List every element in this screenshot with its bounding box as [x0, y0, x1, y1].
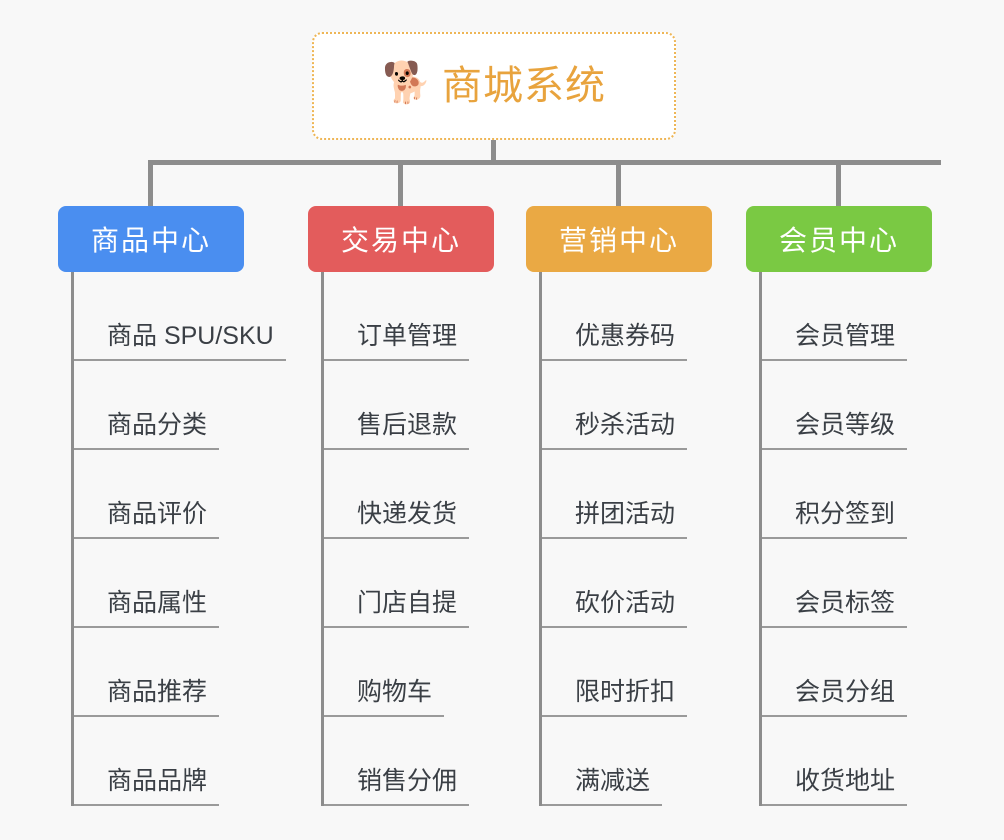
list-item[interactable]: 满减送	[542, 717, 756, 806]
list-item[interactable]: 会员分组	[762, 628, 976, 717]
category-header-member-center[interactable]: 会员中心	[746, 206, 932, 272]
leaf-label: 积分签到	[762, 500, 908, 539]
leaf-list-product-center: 商品 SPU/SKU 商品分类 商品评价 商品属性 商品推荐 商品品牌	[71, 272, 288, 806]
category-header-marketing-center[interactable]: 营销中心	[526, 206, 712, 272]
list-item[interactable]: 拼团活动	[542, 450, 756, 539]
list-item[interactable]: 商品评价	[74, 450, 288, 539]
list-item[interactable]: 门店自提	[324, 539, 538, 628]
leaf-label: 砍价活动	[542, 589, 688, 628]
leaf-list-trade-center: 订单管理 售后退款 快递发货 门店自提 购物车 销售分佣	[321, 272, 538, 806]
category-label: 会员中心	[778, 225, 899, 256]
leaf-label: 售后退款	[324, 411, 470, 450]
list-item[interactable]: 商品 SPU/SKU	[74, 272, 288, 361]
list-item[interactable]: 商品属性	[74, 539, 288, 628]
leaf-label: 满减送	[542, 767, 663, 806]
branch-marketing-center: 营销中心 优惠券码 秒杀活动 拼团活动 砍价活动 限时折扣 满减送	[526, 206, 756, 806]
branch-member-center: 会员中心 会员管理 会员等级 积分签到 会员标签 会员分组 收货地址	[746, 206, 976, 806]
leaf-label: 商品推荐	[74, 678, 220, 717]
leaf-label: 门店自提	[324, 589, 470, 628]
leaf-label: 快递发货	[324, 500, 470, 539]
leaf-label: 商品分类	[74, 411, 220, 450]
connector-drop-marketing-center	[616, 160, 621, 208]
root-node[interactable]: 🐕 商城系统	[312, 32, 676, 140]
leaf-label: 收货地址	[762, 767, 908, 806]
list-item[interactable]: 快递发货	[324, 450, 538, 539]
list-item[interactable]: 会员标签	[762, 539, 976, 628]
leaf-label: 会员等级	[762, 411, 908, 450]
list-item[interactable]: 商品推荐	[74, 628, 288, 717]
list-item[interactable]: 会员管理	[762, 272, 976, 361]
leaf-label: 拼团活动	[542, 500, 688, 539]
root-title: 商城系统	[442, 64, 606, 108]
leaf-label: 销售分佣	[324, 767, 470, 806]
list-item[interactable]: 会员等级	[762, 361, 976, 450]
category-label: 营销中心	[558, 225, 679, 256]
connector-drop-trade-center	[398, 160, 403, 208]
list-item[interactable]: 砍价活动	[542, 539, 756, 628]
list-item[interactable]: 销售分佣	[324, 717, 538, 806]
category-label: 商品中心	[90, 225, 211, 256]
list-item[interactable]: 限时折扣	[542, 628, 756, 717]
connector-drop-product-center	[148, 160, 153, 208]
leaf-label: 商品品牌	[74, 767, 220, 806]
leaf-label: 限时折扣	[542, 678, 688, 717]
list-item[interactable]: 商品品牌	[74, 717, 288, 806]
branch-trade-center: 交易中心 订单管理 售后退款 快递发货 门店自提 购物车 销售分佣	[308, 206, 538, 806]
leaf-label: 商品属性	[74, 589, 220, 628]
leaf-list-marketing-center: 优惠券码 秒杀活动 拼团活动 砍价活动 限时折扣 满减送	[539, 272, 756, 806]
leaf-label: 商品评价	[74, 500, 220, 539]
category-header-product-center[interactable]: 商品中心	[58, 206, 244, 272]
category-label: 交易中心	[340, 225, 461, 256]
connector-root-stub	[491, 140, 496, 164]
dog-face-icon: 🐕	[382, 61, 432, 105]
list-item[interactable]: 购物车	[324, 628, 538, 717]
leaf-label: 会员分组	[762, 678, 908, 717]
list-item[interactable]: 收货地址	[762, 717, 976, 806]
connector-drop-member-center	[836, 160, 841, 208]
leaf-label: 优惠券码	[542, 322, 688, 361]
list-item[interactable]: 优惠券码	[542, 272, 756, 361]
list-item[interactable]: 秒杀活动	[542, 361, 756, 450]
leaf-label: 商品 SPU/SKU	[74, 322, 286, 361]
branch-product-center: 商品中心 商品 SPU/SKU 商品分类 商品评价 商品属性 商品推荐 商品品牌	[58, 206, 288, 806]
leaf-label: 秒杀活动	[542, 411, 688, 450]
leaf-list-member-center: 会员管理 会员等级 积分签到 会员标签 会员分组 收货地址	[759, 272, 976, 806]
leaf-label: 购物车	[324, 678, 445, 717]
list-item[interactable]: 售后退款	[324, 361, 538, 450]
list-item[interactable]: 商品分类	[74, 361, 288, 450]
leaf-label: 会员管理	[762, 322, 908, 361]
category-header-trade-center[interactable]: 交易中心	[308, 206, 494, 272]
leaf-label: 会员标签	[762, 589, 908, 628]
connector-horizontal-rail	[148, 160, 941, 165]
leaf-label: 订单管理	[324, 322, 470, 361]
list-item[interactable]: 积分签到	[762, 450, 976, 539]
list-item[interactable]: 订单管理	[324, 272, 538, 361]
